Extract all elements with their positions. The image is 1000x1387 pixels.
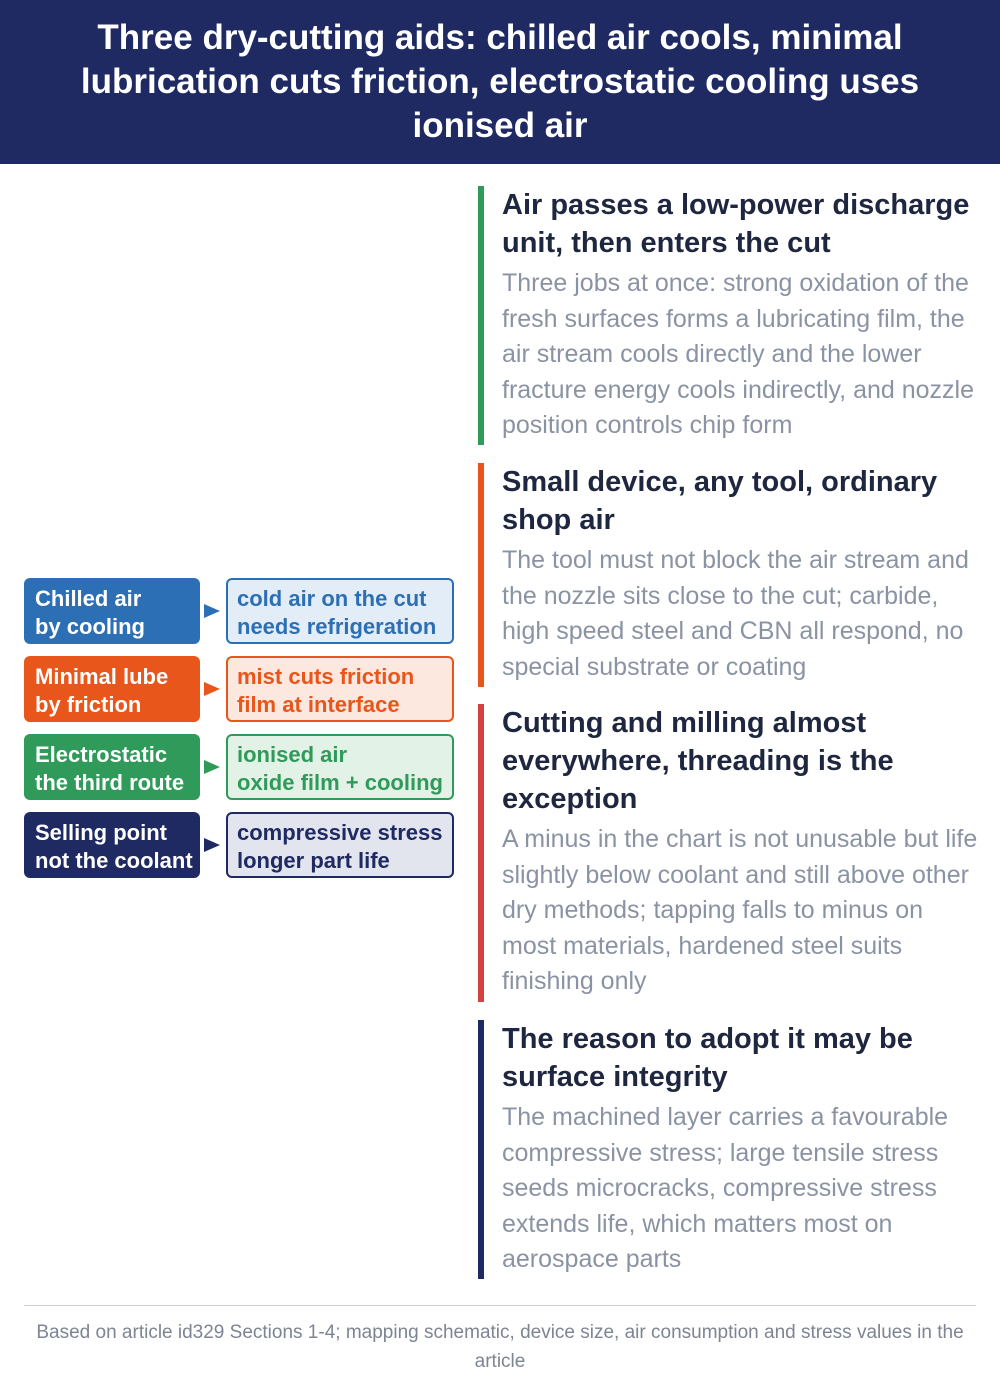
card-heading: Small device, any tool, ordinary shop ai… [502,466,938,536]
card-surface-integrity: The reason to adopt it may be surface in… [478,1020,978,1279]
arrow-right-icon [204,682,220,696]
result-line: ionised air [237,742,348,767]
card-small-device: Small device, any tool, ordinary shop ai… [478,463,978,687]
header-banner: Three dry-cutting aids: chilled air cool… [0,0,1000,164]
page-title: Three dry-cutting aids: chilled air cool… [80,18,920,145]
method-box: Electrostatic the third route [24,734,200,800]
arrow-right-icon [204,604,220,618]
result-line: oxide film + cooling [237,770,443,795]
diagram-row-selling-point: Selling point not the coolant compressiv… [24,812,454,878]
result-line: longer part life [237,848,390,873]
diagram-row-minimal-lube: Minimal lube by friction mist cuts frict… [24,656,454,722]
method-line: the third route [35,770,185,795]
method-line: Electrostatic [35,742,168,767]
card-body: A minus in the chart is not unusable but… [502,825,978,995]
card-body: The tool must not block the air stream a… [502,546,969,681]
method-line: not the coolant [35,848,193,873]
source-note: Based on article id329 Sections 1-4; map… [36,1322,964,1372]
method-box: Selling point not the coolant [24,812,200,878]
result-box: cold air on the cut needs refrigeration [226,578,454,644]
arrow-right-icon [204,760,220,774]
result-line: compressive stress [237,820,443,845]
method-line: Minimal lube [35,664,169,689]
method-line: Selling point [35,820,167,845]
card-heading: Air passes a low-power discharge unit, t… [502,189,970,259]
diagram-row-electrostatic: Electrostatic the third route ionised ai… [24,734,454,800]
result-line: mist cuts friction [237,664,415,689]
result-box: mist cuts friction film at interface [226,656,454,722]
method-line: Chilled air [35,586,142,611]
result-line: cold air on the cut [237,586,427,611]
result-line: film at interface [237,692,400,717]
diagram-row-chilled-air: Chilled air by cooling cold air on the c… [24,578,454,644]
method-box: Minimal lube by friction [24,656,200,722]
card-heading: The reason to adopt it may be surface in… [502,1023,913,1093]
result-box: ionised air oxide film + cooling [226,734,454,800]
result-line: needs refrigeration [237,614,437,639]
card-body: Three jobs at once: strong oxidation of … [502,269,974,439]
method-line: by cooling [35,614,145,639]
card-discharge-unit: Air passes a low-power discharge unit, t… [478,186,978,445]
method-box: Chilled air by cooling [24,578,200,644]
footer-divider [24,1305,976,1306]
card-body: The machined layer carries a favourable … [502,1103,949,1273]
card-heading: Cutting and milling almost everywhere, t… [502,707,894,815]
arrow-right-icon [204,838,220,852]
result-box: compressive stress longer part life [226,812,454,878]
method-line: by friction [35,692,142,717]
card-cutting-milling: Cutting and milling almost everywhere, t… [478,704,978,1002]
